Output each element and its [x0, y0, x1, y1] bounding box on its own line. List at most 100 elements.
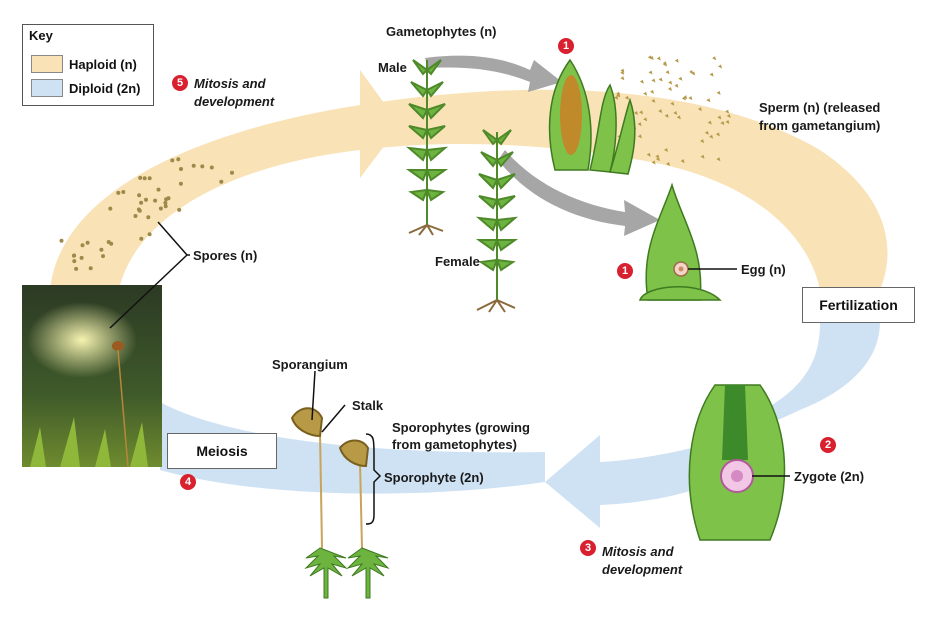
step-1-badge-antheridium: 1 — [558, 38, 574, 54]
legend-haploid-label: Haploid (n) — [69, 56, 137, 72]
sperm-fleck — [616, 91, 621, 96]
spore-dot — [147, 232, 152, 237]
male-gametophyte — [405, 59, 449, 236]
sperm-label-line2: from gametangium) — [759, 118, 881, 133]
legend-diploid-label: Diploid (2n) — [69, 80, 141, 96]
male-label: Male — [378, 60, 407, 75]
sperm-fleck — [674, 83, 679, 88]
zygote-label: Zygote (2n) — [794, 469, 865, 484]
spore-dot — [153, 198, 158, 203]
sperm-fleck — [650, 89, 654, 94]
spore-dot — [74, 266, 79, 271]
sperm-fleck — [678, 76, 683, 81]
leader-lines — [109, 221, 790, 525]
sperm-fleck — [614, 95, 619, 100]
sperm-fleck — [651, 98, 656, 103]
antheridium — [548, 58, 636, 175]
sperm-fleck — [688, 96, 693, 101]
spore-dot — [142, 176, 147, 181]
spore-dot — [230, 170, 234, 175]
sperm-fleck — [646, 152, 651, 157]
spore-dot — [139, 236, 144, 241]
sperm-fleck — [709, 72, 714, 77]
diploid-band — [760, 322, 880, 412]
spore-dot — [133, 214, 138, 218]
sperm-fleck — [666, 162, 670, 166]
zygote-archegonium — [688, 384, 786, 541]
sporangium-label: Sporangium — [272, 357, 348, 372]
step-2-badge: 2 — [820, 437, 836, 453]
sperm-fleck — [656, 56, 661, 61]
sperm-fleck — [668, 80, 673, 85]
sperm-fleck — [651, 160, 656, 165]
sporophyte-base-plants — [304, 547, 390, 599]
spore-dot — [72, 259, 77, 264]
spore-dot — [179, 167, 183, 171]
egg-label: Egg (n) — [741, 262, 786, 277]
sperm-fleck — [680, 159, 685, 164]
sperm-fleck — [664, 148, 668, 152]
sperm-fleck — [620, 76, 625, 81]
sperm-fleck — [667, 87, 672, 91]
arrow-to-antheridium — [425, 55, 562, 92]
spore-dot — [177, 207, 182, 212]
sperm-fleck — [706, 98, 711, 103]
spore-dot — [101, 254, 105, 259]
sperm-fleck — [649, 56, 654, 60]
sperm-fleck — [648, 70, 653, 75]
legend-title: Key — [29, 28, 53, 43]
spore-dot — [59, 238, 64, 243]
sperm-fleck — [697, 107, 702, 112]
sperm-fleck — [712, 56, 717, 61]
spore-dot — [85, 240, 90, 245]
sperm-fleck — [639, 79, 644, 84]
step-5-badge: 5 — [172, 75, 188, 91]
meiosis-box: Meiosis — [167, 433, 277, 469]
step-3-badge: 3 — [580, 540, 596, 556]
spore-dot — [158, 206, 163, 211]
fertilization-box: Fertilization — [802, 287, 915, 323]
sperm-fleck — [700, 154, 705, 159]
sperm-fleck — [691, 71, 696, 76]
spore-dot — [176, 157, 181, 162]
diploid-swatch — [31, 79, 63, 97]
spore-dot — [79, 255, 84, 260]
sperm-fleck — [725, 109, 730, 114]
sporophyte-label: Sporophyte (2n) — [384, 470, 484, 485]
spores-dots — [59, 157, 234, 271]
female-gametophyte — [475, 129, 519, 313]
spore-dot — [191, 163, 196, 168]
spore-dot — [166, 196, 171, 201]
spore-dot — [156, 187, 161, 192]
spore-dot — [144, 197, 148, 202]
mitosis-bottom-label-line2: development — [602, 562, 683, 577]
legend-diploid: Diploid (2n) — [31, 79, 141, 97]
spore-dot — [88, 266, 93, 271]
spore-dot — [170, 158, 175, 163]
gametophytes-label: Gametophytes (n) — [386, 24, 497, 39]
sperm-fleck — [658, 77, 663, 82]
sperm-fleck — [674, 58, 679, 63]
sperm-fleck — [658, 109, 663, 114]
spores-label: Spores (n) — [193, 248, 258, 263]
stalk-label: Stalk — [352, 398, 384, 413]
step-1-badge-egg: 1 — [617, 263, 633, 279]
sperm-fleck — [620, 68, 625, 73]
sperm-label-line1: Sperm (n) (released — [759, 100, 881, 115]
legend-key: Key Haploid (n) Diploid (2n) — [22, 24, 154, 106]
sperm-fleck — [700, 139, 705, 144]
spore-dot — [136, 207, 141, 212]
spore-dot — [99, 247, 104, 252]
spore-dot — [163, 200, 168, 205]
spore-dot — [116, 190, 121, 195]
archegonium — [638, 182, 722, 301]
sporophytes-label-line2: from gametophytes) — [392, 437, 517, 452]
mitosis-top-label-line1: Mitosis and — [194, 76, 266, 91]
spore-dot — [147, 176, 152, 181]
sporophytes — [290, 407, 370, 549]
spore-dot — [209, 165, 214, 170]
moss-photo — [22, 285, 162, 468]
sperm-fleck — [643, 117, 648, 122]
